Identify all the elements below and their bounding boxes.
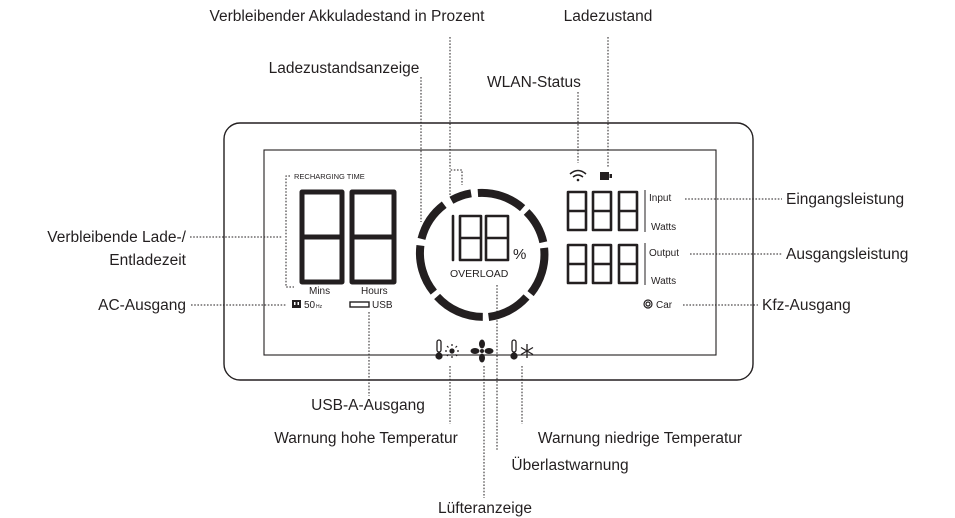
recharging-bracket: [285, 175, 294, 288]
output-watts-label: Watts: [651, 276, 676, 287]
car-port-icon: [643, 299, 653, 309]
callout-fan: Lüfteranzeige: [438, 500, 532, 517]
device-body: [223, 122, 754, 381]
usb-label: USB: [372, 300, 393, 311]
callout-output-power: Ausgangsleistung: [786, 246, 908, 263]
percent-digit-2: [458, 214, 483, 262]
callout-high-temp: Warnung hohe Temperatur: [274, 430, 458, 447]
callout-charge-indicator: Ladezustandsanzeige: [269, 60, 420, 77]
percent-symbol: %: [513, 246, 526, 263]
ac-outlet-icon: [292, 300, 301, 308]
callout-remaining-time-2: Entladezeit: [109, 252, 186, 269]
overload-label: OVERLOAD: [450, 268, 509, 280]
screen-frame: [263, 149, 717, 356]
input-label: Input: [649, 193, 671, 204]
callout-usb-output: USB-A-Ausgang: [311, 397, 425, 414]
usb-port-icon: [349, 301, 370, 308]
callout-car-output: Kfz-Ausgang: [762, 297, 851, 314]
battery-ring: [415, 188, 549, 321]
callout-ac-output: AC-Ausgang: [98, 297, 186, 314]
callout-wifi-status: WLAN-Status: [487, 74, 581, 91]
callout-remaining-time-1: Verbleibende Lade-/: [47, 229, 186, 246]
callout-low-temp: Warnung niedrige Temperatur: [538, 430, 742, 447]
input-watts-label: Watts: [651, 222, 676, 233]
thermometer-sun-icon: [435, 339, 459, 360]
callout-remaining-percent: Verbleibender Akkuladestand in Prozent: [210, 8, 486, 25]
car-label: Car: [656, 300, 673, 311]
time-mins-digit: [349, 189, 397, 285]
ac-unit: Hz: [316, 304, 323, 310]
thermometer-snowflake-icon: [510, 339, 534, 360]
mins-label: Mins: [309, 286, 330, 297]
percent-digit-3: [484, 214, 510, 262]
recharging-time-label: RECHARGING TIME: [294, 172, 365, 181]
battery-charge-icon: [600, 172, 612, 180]
input-digits: [566, 190, 639, 232]
callout-input-power: Eingangsleistung: [786, 191, 904, 208]
wifi-icon: [569, 169, 587, 182]
callout-overload: Überlastwarnung: [511, 456, 628, 474]
callout-charge-status: Ladezustand: [564, 8, 653, 25]
output-label: Output: [649, 248, 679, 259]
percent-bracket: [449, 169, 463, 195]
time-hours-digit: [299, 189, 345, 285]
hours-label: Hours: [361, 286, 388, 297]
ac-frequency: 50: [304, 300, 316, 311]
fan-icon: [470, 339, 494, 363]
output-digits: [566, 243, 639, 285]
